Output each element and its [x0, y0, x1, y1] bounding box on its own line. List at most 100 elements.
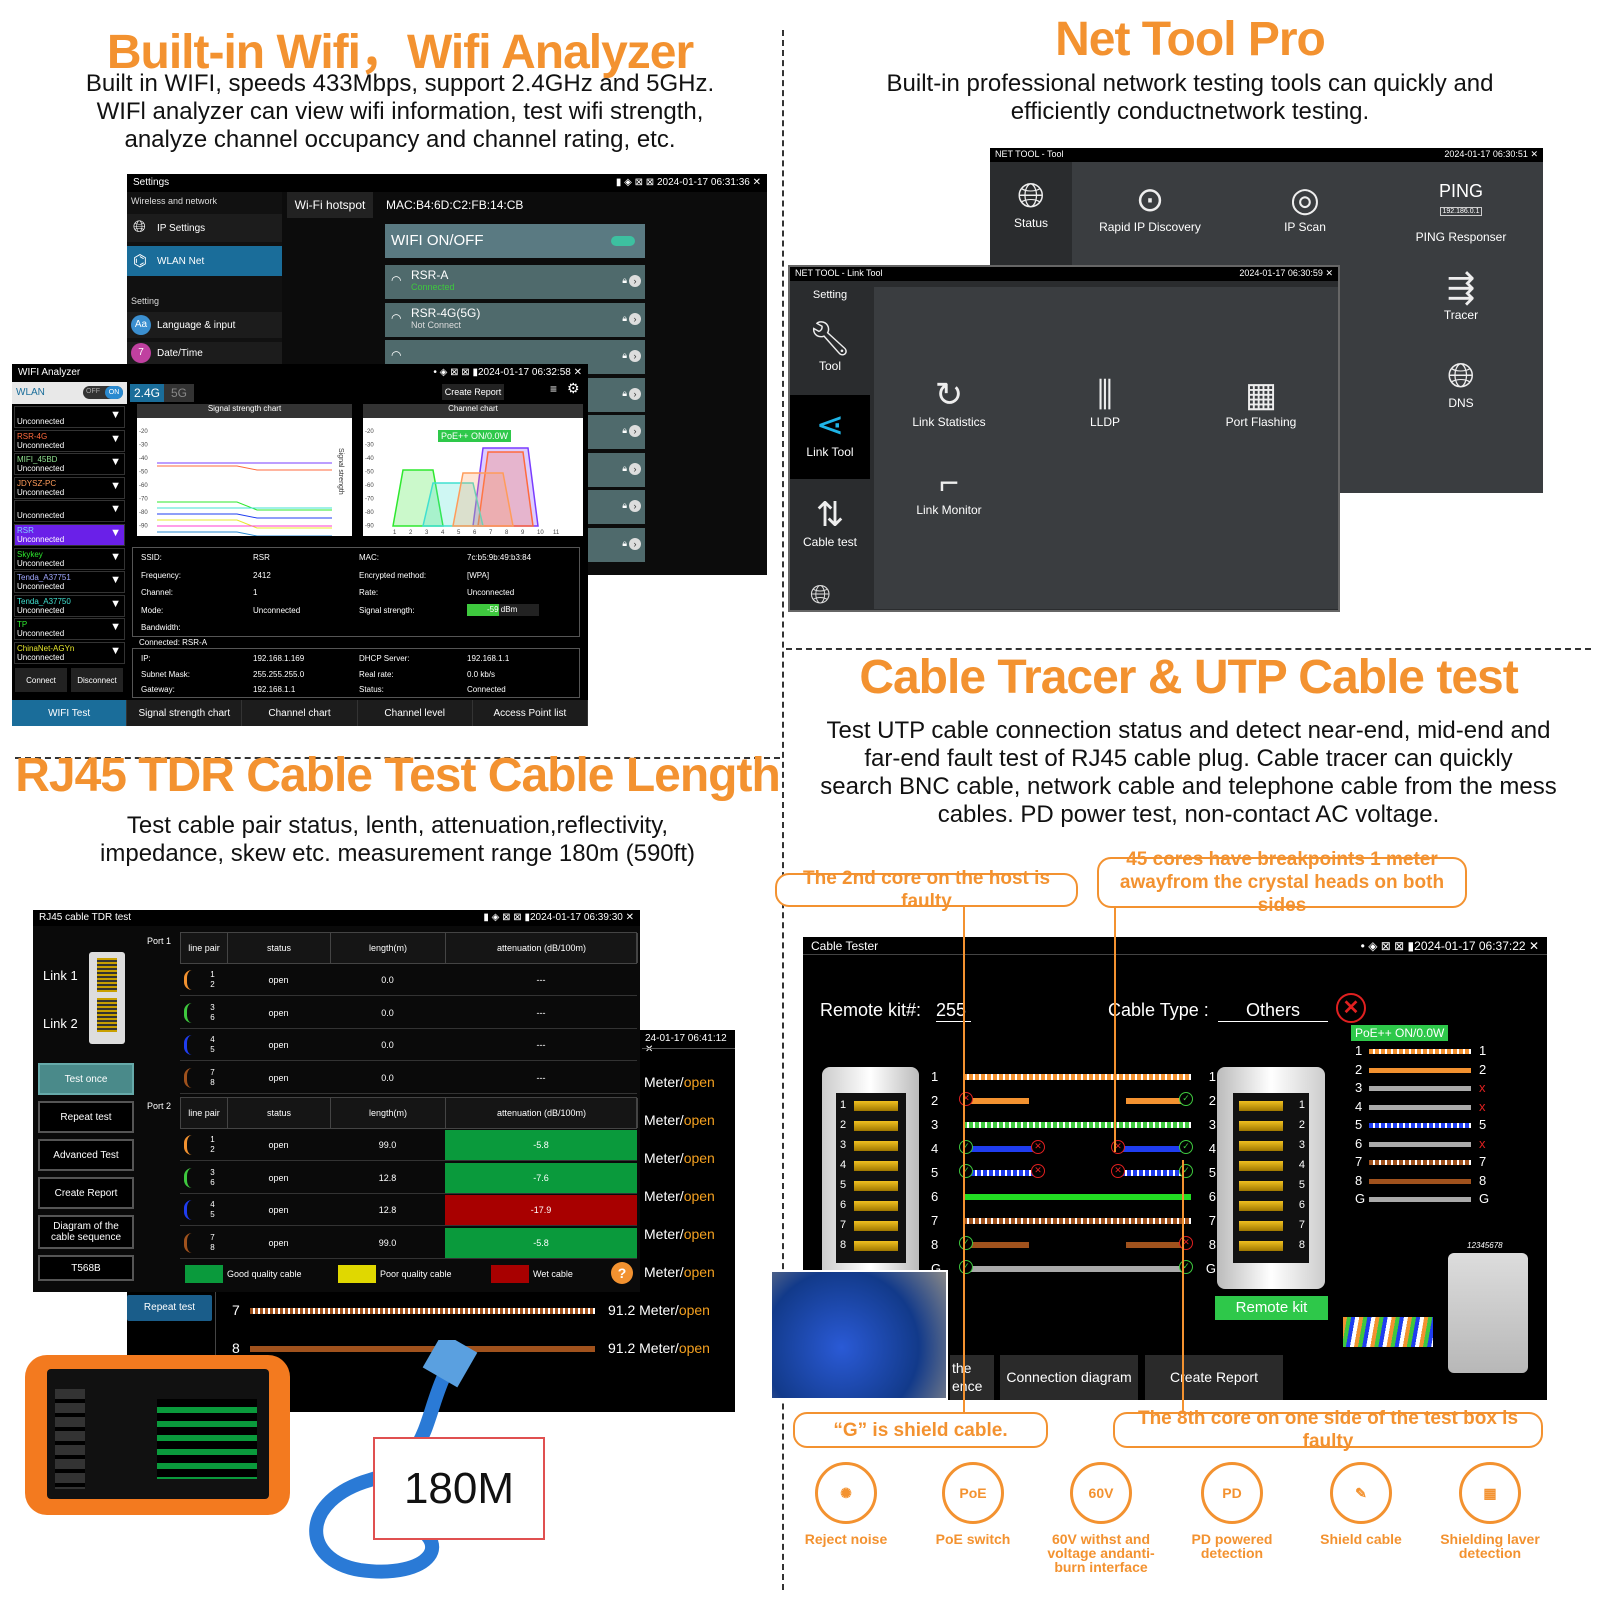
- chevron-right-icon[interactable]: ›: [629, 275, 641, 287]
- create-report-button[interactable]: Create Report: [1145, 1355, 1283, 1400]
- legend-left: G: [1355, 1191, 1366, 1206]
- disconnect-button[interactable]: Disconnect: [71, 668, 123, 692]
- pin-contact: [854, 1241, 898, 1251]
- tool-label: Link Statistics: [912, 415, 986, 429]
- menu-item-wlan-net[interactable]: ⌬ WLAN Net: [127, 246, 282, 276]
- tool-status[interactable]: 🌐︎Status: [990, 176, 1106, 230]
- sidebar-cable-test[interactable]: ⇅Cable test: [790, 495, 870, 549]
- port-flashing-tool[interactable]: ▦Port Flashing: [1186, 375, 1336, 429]
- connect-button[interactable]: Connect: [15, 668, 67, 692]
- screen-title: Cable Tester: [811, 939, 879, 953]
- connection-diagram-button[interactable]: Connection diagram: [1000, 1355, 1138, 1400]
- tdr-button[interactable]: Advanced Test: [38, 1139, 134, 1171]
- close-icon[interactable]: ✕: [1530, 149, 1538, 159]
- wire-bar: [250, 1308, 595, 1314]
- close-circle-icon[interactable]: ✕: [1336, 993, 1366, 1023]
- chevron-right-icon[interactable]: ›: [629, 312, 641, 325]
- tdr-button[interactable]: Create Report: [38, 1177, 134, 1209]
- wire-line: [963, 1218, 1191, 1224]
- close-icon[interactable]: ✕: [752, 177, 761, 188]
- wire-right-label: 6: [1208, 1189, 1216, 1204]
- bottom-tab[interactable]: Access Point list: [472, 700, 588, 726]
- help-icon[interactable]: ?: [611, 1262, 633, 1284]
- menu-label: WLAN Net: [157, 255, 205, 267]
- tool-ip-scan[interactable]: ◎IP Scan: [1230, 180, 1380, 234]
- chevron-right-icon[interactable]: ›: [629, 425, 641, 437]
- status-time: 2024-01-17 06:37:22: [1414, 939, 1526, 953]
- create-report-button[interactable]: Create Report: [442, 384, 504, 400]
- bottom-tab[interactable]: Channel chart: [242, 700, 358, 726]
- close-icon[interactable]: ✕: [645, 1044, 654, 1055]
- tool-tracer[interactable]: ⇶Tracer: [1386, 268, 1536, 322]
- network-list-item[interactable]: Unconnected▼: [14, 406, 125, 428]
- lldp-icon: ⫼: [1097, 376, 1113, 414]
- gear-icon[interactable]: ⚙: [567, 380, 580, 396]
- bottom-tab[interactable]: WIFI Test: [12, 700, 128, 726]
- wifi-toggle-row[interactable]: WIFI ON/OFF: [385, 224, 645, 258]
- remote-kit-button[interactable]: Remote kit: [1215, 1296, 1328, 1320]
- tdr-button[interactable]: Diagram of the cable sequence: [38, 1215, 134, 1249]
- close-icon[interactable]: ✕: [625, 912, 634, 923]
- sidebar-link-tool[interactable]: ⋖Link Tool: [790, 405, 870, 459]
- sidebar-selected-bg: [790, 395, 870, 479]
- lldp-tool[interactable]: ⫼LLDP: [1030, 375, 1180, 429]
- tab-2-4g[interactable]: 2.4G: [130, 384, 164, 402]
- wifi-icon: ⌬: [133, 253, 147, 270]
- partial-button[interactable]: the ence: [950, 1355, 994, 1400]
- info-label: Mode:: [141, 605, 164, 615]
- link-statistics-tool[interactable]: ↻Link Statistics: [874, 375, 1024, 429]
- wire-right-label: 5: [1208, 1165, 1216, 1180]
- chevron-right-icon[interactable]: ›: [629, 537, 641, 550]
- close-icon[interactable]: ✕: [1528, 939, 1539, 953]
- wifi-network-row[interactable]: ◠RSR-4G(5G)Not Connect🔒︎›: [385, 302, 645, 337]
- tab-5g[interactable]: 5G: [164, 384, 194, 402]
- wifi-toggle-switch[interactable]: [611, 236, 635, 246]
- cable-type-value[interactable]: Others: [1218, 1000, 1328, 1022]
- link-monitor-tool[interactable]: ⌐Link Monitor: [874, 463, 1024, 517]
- network-list-item[interactable]: Unconnected▼: [14, 500, 125, 523]
- sidebar-setting[interactable]: Setting: [812, 289, 848, 301]
- tool-dns[interactable]: 🌐︎DNS: [1386, 356, 1536, 410]
- tdr-button[interactable]: Test once: [38, 1063, 134, 1095]
- chevron-right-icon[interactable]: ›: [629, 500, 641, 512]
- bottom-tab[interactable]: Channel level: [357, 700, 473, 726]
- fault-icon: ✕: [1031, 1164, 1045, 1178]
- tool-rapid-ip-discovery[interactable]: ⊙Rapid IP Discovery: [1075, 180, 1225, 234]
- pin-number: 5: [1298, 1179, 1305, 1191]
- check-icon: ✓: [959, 1236, 973, 1250]
- menu-item-ip-settings[interactable]: 🌐︎IP Settings: [127, 214, 282, 242]
- tdr-button[interactable]: Repeat test: [38, 1101, 134, 1133]
- close-icon[interactable]: ✕: [1325, 268, 1333, 278]
- tool-label: LLDP: [1089, 415, 1121, 429]
- chevron-right-icon[interactable]: ›: [629, 350, 641, 362]
- repeat-test-button[interactable]: Repeat test: [127, 1295, 212, 1321]
- chevron-right-icon[interactable]: ›: [629, 387, 641, 400]
- wifi-signal-icon: ◠: [391, 310, 402, 325]
- wifi-hotspot-button[interactable]: Wi-Fi hotspot: [287, 192, 373, 218]
- close-icon[interactable]: ✕: [573, 367, 582, 378]
- tdr-button[interactable]: T568B: [38, 1255, 134, 1281]
- bottom-tab[interactable]: Signal strength chart: [127, 700, 243, 726]
- chevron-right-icon[interactable]: ›: [629, 462, 641, 475]
- sidebar-tool[interactable]: 🔧︎Tool: [790, 319, 870, 373]
- filter-icon[interactable]: ≡: [550, 382, 558, 396]
- status-bar: WIFI Analyzer• ◈ ⊠ ⊠ ▮2024-01-17 06:32:5…: [12, 364, 588, 382]
